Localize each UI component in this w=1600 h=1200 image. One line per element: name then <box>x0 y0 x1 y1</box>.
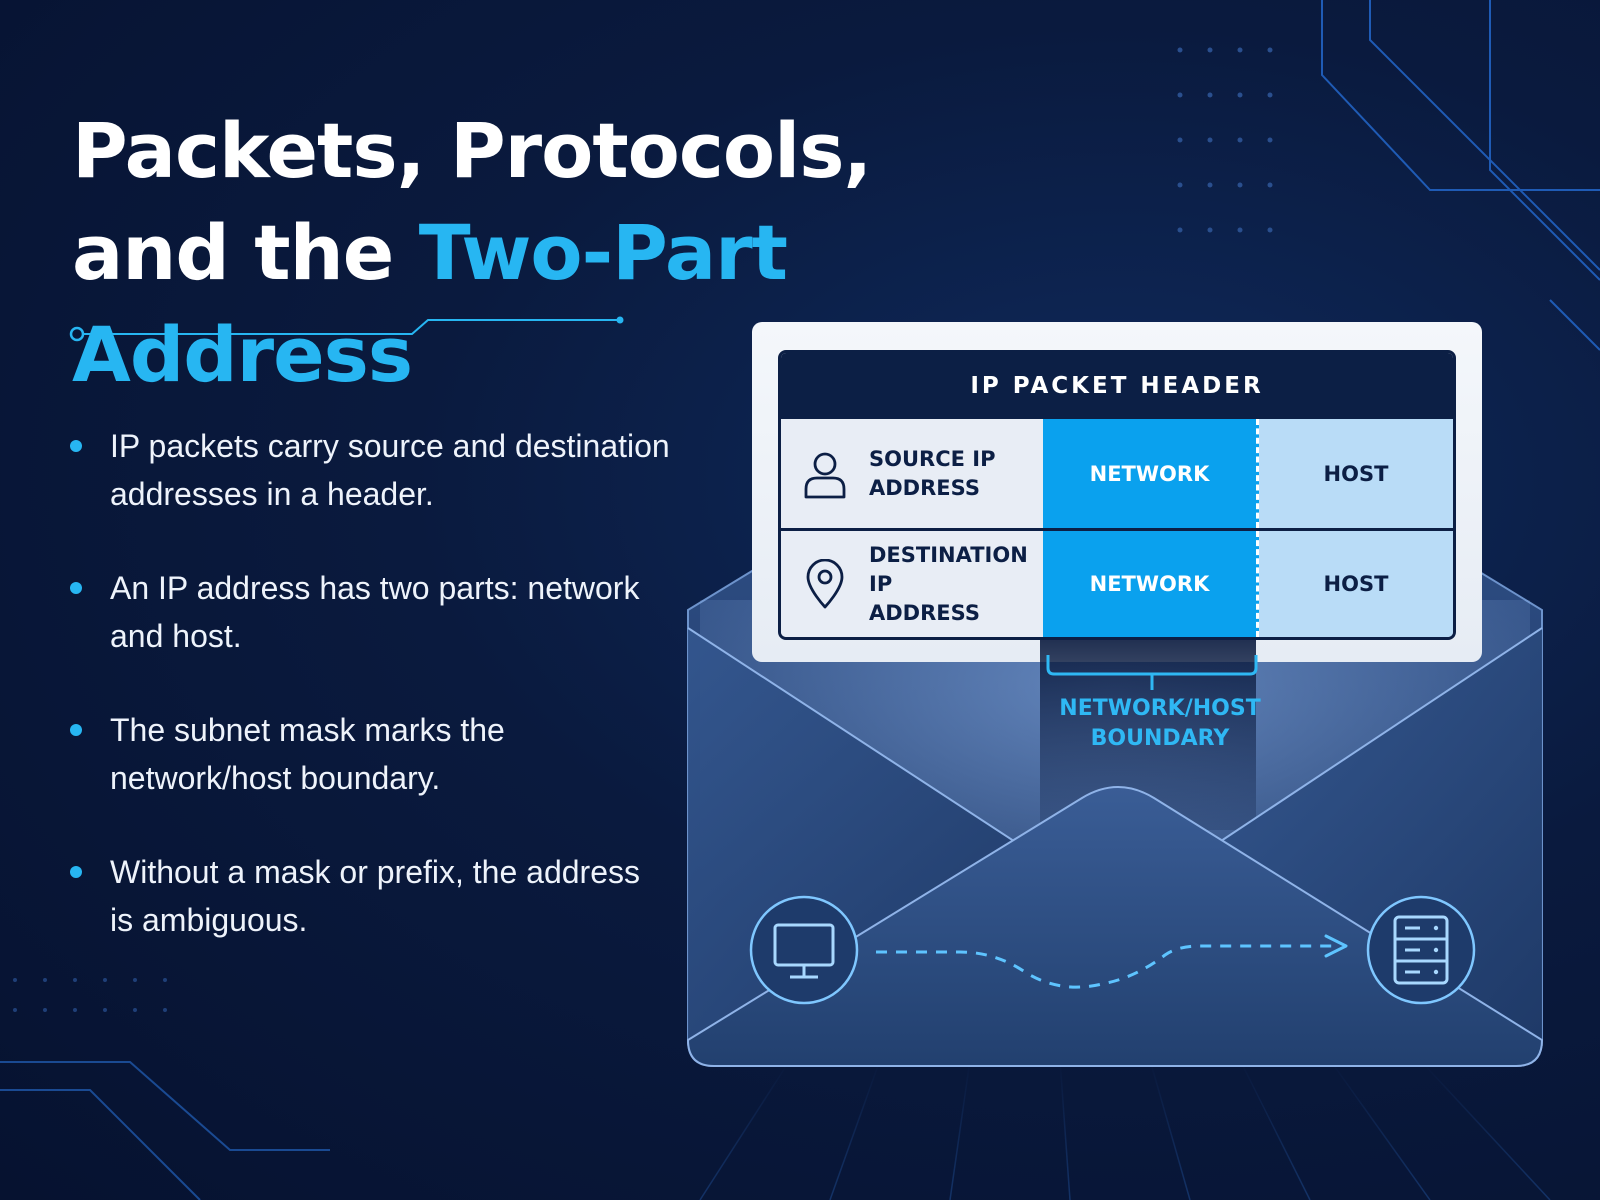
dot-grid-top <box>1177 47 1273 233</box>
table-row: SOURCE IP ADDRESS NETWORK HOST <box>781 419 1453 528</box>
circuit-lines <box>1321 0 1600 351</box>
bullet-text: Without a mask or prefix, the address is… <box>110 854 640 938</box>
bullet-list: IP packets carry source and destination … <box>70 422 670 990</box>
user-icon <box>804 452 846 498</box>
source-network-cell: NETWORK <box>1043 419 1259 528</box>
bullet-item: IP packets carry source and destination … <box>70 422 670 518</box>
packet-header-card: IP PACKET HEADER SOURCE IP ADDRESS NETWO… <box>752 322 1482 662</box>
title-highlight: Two-Part Address <box>72 208 788 399</box>
packet-header-table: IP PACKET HEADER SOURCE IP ADDRESS NETWO… <box>778 350 1456 640</box>
page-title: Packets, Protocols, and the Two-Part Add… <box>72 100 1072 406</box>
title-line-1: Packets, Protocols, <box>72 106 872 195</box>
bullet-text: IP packets carry source and destination … <box>110 428 670 512</box>
packet-header-title: IP PACKET HEADER <box>781 353 1453 419</box>
server-icon <box>1366 895 1476 1005</box>
monitor-icon <box>749 895 859 1005</box>
bullet-item: An IP address has two parts: network and… <box>70 564 670 660</box>
dot-grid-bottom <box>13 978 167 1012</box>
destination-network-cell: NETWORK <box>1043 531 1259 637</box>
bullet-item: The subnet mask marks the network/host b… <box>70 706 670 802</box>
circuit-lines-bottom <box>0 1061 330 1200</box>
bullet-dot-icon <box>70 582 82 594</box>
floor-grid <box>480 1059 1600 1200</box>
destination-host-cell: HOST <box>1259 531 1453 637</box>
bullet-text: An IP address has two parts: network and… <box>110 570 640 654</box>
table-row: DESTINATION IP ADDRESS NETWORK HOST <box>781 528 1453 637</box>
bullet-dot-icon <box>70 866 82 878</box>
source-host-cell: HOST <box>1259 419 1453 528</box>
bullet-item: Without a mask or prefix, the address is… <box>70 848 670 944</box>
dashed-arrow-icon <box>876 944 1340 989</box>
bullet-dot-icon <box>70 440 82 452</box>
destination-ip-label: DESTINATION IP ADDRESS <box>781 531 1043 637</box>
boundary-label: NETWORK/HOST BOUNDARY <box>1059 696 1261 751</box>
envelope-flap <box>686 786 1544 1067</box>
destination-ip-text: DESTINATION IP ADDRESS <box>869 542 1028 625</box>
title-line-2-prefix: and the <box>72 208 419 297</box>
bullet-dot-icon <box>70 724 82 736</box>
arrow-head-icon <box>1324 934 1348 958</box>
source-ip-text: SOURCE IP ADDRESS <box>869 446 996 500</box>
title-divider <box>69 316 624 342</box>
location-pin-icon <box>806 559 844 609</box>
source-ip-label: SOURCE IP ADDRESS <box>781 419 1043 528</box>
bullet-text: The subnet mask marks the network/host b… <box>110 712 505 796</box>
